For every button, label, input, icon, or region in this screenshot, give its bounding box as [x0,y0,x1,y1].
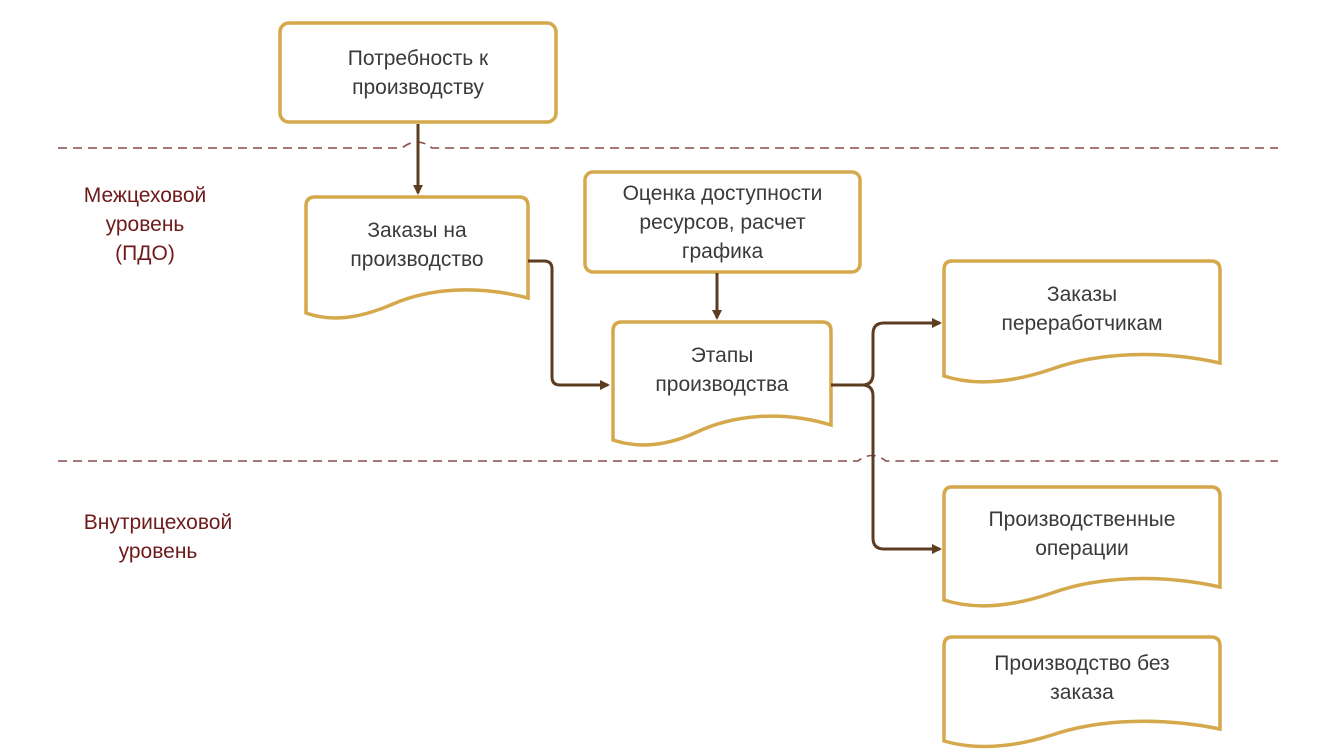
processor-orders-text: Заказы переработчикам [1001,283,1163,335]
no-order-text: Производство без заказа [994,652,1170,704]
assessment-box [583,170,862,274]
stages-text: Этапы производства [655,344,789,396]
arrow-stages-to-operations [861,383,942,554]
assessment-text: Оценка доступности ресурсов, расчет граф… [622,182,823,263]
no-order-box [942,635,1222,749]
operations-box [942,485,1222,608]
inter-shop-level-label: Межцеховой уровень (ПДО) [83,184,207,265]
orders-text: Заказы на производство [350,219,484,271]
intra-shop-level-label: Внутрицеховой уровень [83,511,233,563]
need-box [278,21,558,124]
top-divider [58,141,1278,149]
need-text: Потребность к производству [347,47,489,99]
arrow-orders-to-stages [528,259,610,390]
stages-box [611,320,833,447]
processor-orders-box [942,259,1222,384]
bottom-divider [58,454,1278,462]
arrow-stages-to-processor-orders [831,318,942,387]
operations-text: Производственные операции [988,508,1176,560]
orders-box [304,195,530,320]
